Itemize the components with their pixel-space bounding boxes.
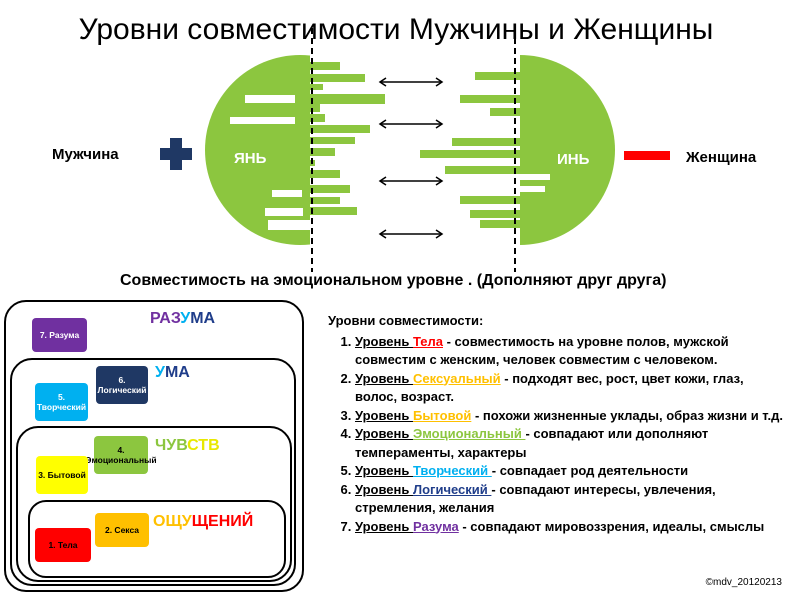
yin-yang-diagram bbox=[160, 28, 670, 272]
title-intellect: УМА bbox=[155, 364, 190, 381]
title-feelings: ЧУВСТВ bbox=[155, 437, 220, 454]
tile-level-4: 4. Эмоциональный bbox=[85, 436, 157, 474]
yin-label: ИНЬ bbox=[557, 151, 590, 168]
tile-level-3: 3. Бытовой bbox=[36, 456, 88, 494]
tile-level-2: 2. Секса bbox=[95, 513, 149, 547]
page-title: Уровни совместимости Мужчины и Женщины bbox=[78, 13, 714, 46]
title-mind: РАЗУМА bbox=[150, 310, 216, 327]
legend-list: Уровень Тела - совместимость на уровне п… bbox=[328, 333, 783, 537]
legend-heading: Уровни совместимости: bbox=[328, 313, 484, 328]
legend-item-6: Уровень Логический - совпадают интересы,… bbox=[355, 481, 783, 518]
minus-icon bbox=[624, 151, 670, 160]
tile-level-7: 7. Разума bbox=[32, 318, 87, 352]
levels-legend: Уровни совместимости: Уровень Тела - сов… bbox=[328, 312, 783, 536]
subtitle: Совместимость на эмоциональном уровне . … bbox=[120, 272, 667, 289]
legend-item-5: Уровень Творческий - совпадает род деяте… bbox=[355, 462, 783, 481]
tile-level-5: 5. Творческий bbox=[35, 383, 88, 421]
legend-item-2: Уровень Сексуальный - подходят вес, рост… bbox=[355, 370, 783, 407]
yang-label: ЯНЬ bbox=[234, 150, 267, 167]
yang-cutouts bbox=[230, 95, 310, 230]
tile-level-1: 1. Тела bbox=[35, 528, 91, 562]
man-label: Мужчина bbox=[52, 146, 119, 163]
copyright: ©mdv_20120213 bbox=[705, 577, 782, 588]
plus-icon bbox=[160, 138, 192, 170]
legend-item-1: Уровень Тела - совместимость на уровне п… bbox=[355, 333, 783, 370]
yin-shape bbox=[420, 55, 615, 245]
double-arrows bbox=[378, 77, 444, 239]
tile-level-6: 6. Логический bbox=[96, 366, 148, 404]
yin-cutouts bbox=[520, 174, 550, 192]
legend-item-3: Уровень Бытовой - похожи жизненные уклад… bbox=[355, 407, 783, 426]
woman-label: Женщина bbox=[686, 149, 757, 166]
legend-item-4: Уровень Эмоциональный - совпадают или до… bbox=[355, 425, 783, 462]
legend-item-7: Уровень Разума - совпадают мировоззрения… bbox=[355, 518, 783, 537]
title-senses: ОЩУЩЕНИЙ bbox=[153, 513, 254, 530]
